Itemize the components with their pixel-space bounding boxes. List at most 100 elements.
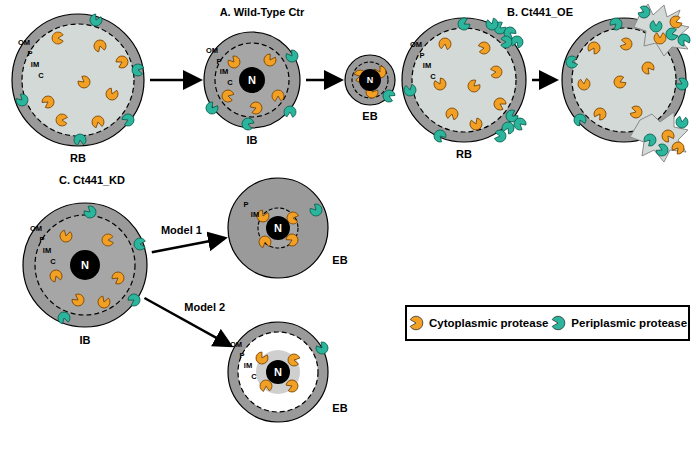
cytoplasmic-protease <box>115 54 131 70</box>
nucleoid: N <box>266 360 290 384</box>
cytoplasmic-protease <box>670 140 686 156</box>
outer-membrane <box>228 178 328 278</box>
cell: RB <box>12 14 144 146</box>
cytoplasmic-protease <box>586 40 602 56</box>
periplasmic-protease <box>284 106 297 118</box>
cytoplasmic-protease <box>40 94 56 110</box>
arrow <box>306 79 339 82</box>
periplasmic-protease <box>642 132 658 148</box>
arrow <box>152 239 223 253</box>
layer-label: P <box>419 51 424 60</box>
nucleoid: N <box>70 250 100 280</box>
nucleoid-label: N <box>248 74 256 86</box>
periplasmic-protease <box>240 116 255 131</box>
edge-label: Model 1 <box>159 224 204 236</box>
cytoplasmic-protease <box>96 295 111 309</box>
panel-title: C. Ct441_KD <box>59 174 125 186</box>
layer-label: C <box>38 71 43 80</box>
layer-label: P <box>216 57 221 66</box>
periplasmic-protease <box>82 204 98 220</box>
layer-label: IM <box>220 67 228 76</box>
nucleoid-label: N <box>81 259 89 271</box>
periplasmic-protease <box>432 128 448 144</box>
periplasmic-protease <box>675 116 689 129</box>
cytoplasmic-protease <box>221 89 235 103</box>
cytoplasmic-protease <box>577 78 590 90</box>
layer-label: C <box>430 72 435 81</box>
cytoplasmic-protease <box>70 292 86 308</box>
layer-label: OM <box>410 40 422 49</box>
cytoplasmic-protease <box>249 100 263 115</box>
cytoplasmic-protease <box>438 37 451 50</box>
periplasmic-protease <box>676 32 692 48</box>
cytoplasmic-protease <box>59 230 73 244</box>
periplasmic-protease <box>308 202 324 218</box>
outer-membrane <box>402 18 526 142</box>
cytoplasmic-protease <box>102 234 114 247</box>
periplasmic-protease <box>456 16 472 32</box>
cytoplasmic-protease <box>104 87 119 102</box>
layer-label: P <box>243 200 248 209</box>
arrow <box>144 298 229 345</box>
cytoplasmic-protease <box>445 107 459 121</box>
cell-label: EB <box>362 110 377 122</box>
arrow <box>150 79 198 82</box>
cytoplasmic-protease <box>226 54 242 70</box>
layer-label: OM <box>206 46 218 55</box>
periplasmic-protease <box>655 142 670 158</box>
swatch-shape <box>410 316 423 330</box>
periplasmic-protease <box>204 100 220 116</box>
cytoplasmic-protease <box>254 351 270 367</box>
cytoplasmic-protease <box>478 41 491 55</box>
periplasmic-protease <box>57 311 71 325</box>
layer-label: C <box>251 372 256 381</box>
cytoplasmic-protease <box>287 353 300 367</box>
periplasmic-protease <box>126 292 142 308</box>
protease-group <box>14 5 692 394</box>
layer-label: IM <box>423 61 431 70</box>
cytoplasmic-protease <box>469 117 484 132</box>
cytoplasmic-protease <box>654 33 666 44</box>
cytoplasmic-protease <box>91 115 105 128</box>
layer-label: C <box>50 257 55 266</box>
nucleoid-label: N <box>274 366 282 378</box>
cell-label: EB <box>332 402 347 414</box>
cytoplasmic-protease <box>640 60 656 76</box>
cytoplasm-halo <box>256 350 300 394</box>
swatch-shape <box>553 316 566 330</box>
arrow <box>532 79 554 82</box>
cytoplasmic-protease <box>52 32 63 44</box>
periplasmic-protease <box>14 92 30 108</box>
outer-membrane <box>12 14 144 146</box>
periplasmic-protease <box>637 5 652 20</box>
panel-title: B. Ct441_OE <box>507 6 573 18</box>
cell-label: EB <box>332 254 347 266</box>
periplasmic-protease <box>121 112 136 128</box>
cytoplasmic-protease <box>48 268 63 283</box>
layer-label: OM <box>30 224 42 233</box>
periplasmic-protease <box>665 27 679 41</box>
periplasmic-protease <box>674 76 690 92</box>
nucleoid: N <box>239 67 265 93</box>
layer-label: IM <box>43 246 51 255</box>
layer-label: IM <box>244 361 252 370</box>
layer-label: P <box>39 235 44 244</box>
cytoplasmic-protease <box>490 66 502 79</box>
cell: IBN <box>204 32 300 128</box>
inner-membrane <box>572 28 676 132</box>
cell-label: RB <box>70 152 86 164</box>
legend-swatch <box>550 315 566 331</box>
layer-label: IM <box>31 60 39 69</box>
outer-membrane <box>204 32 300 128</box>
cytoplasmic-protease <box>466 78 482 94</box>
cytoplasmic-protease <box>492 96 508 112</box>
layer-label: C <box>227 78 232 87</box>
periplasmic-protease <box>131 63 144 77</box>
periplasmic-protease <box>381 88 396 104</box>
inner-membrane <box>412 28 516 132</box>
outer-membrane <box>23 203 147 327</box>
nucleoid-label: N <box>367 75 374 85</box>
cell: EBN <box>228 178 328 278</box>
